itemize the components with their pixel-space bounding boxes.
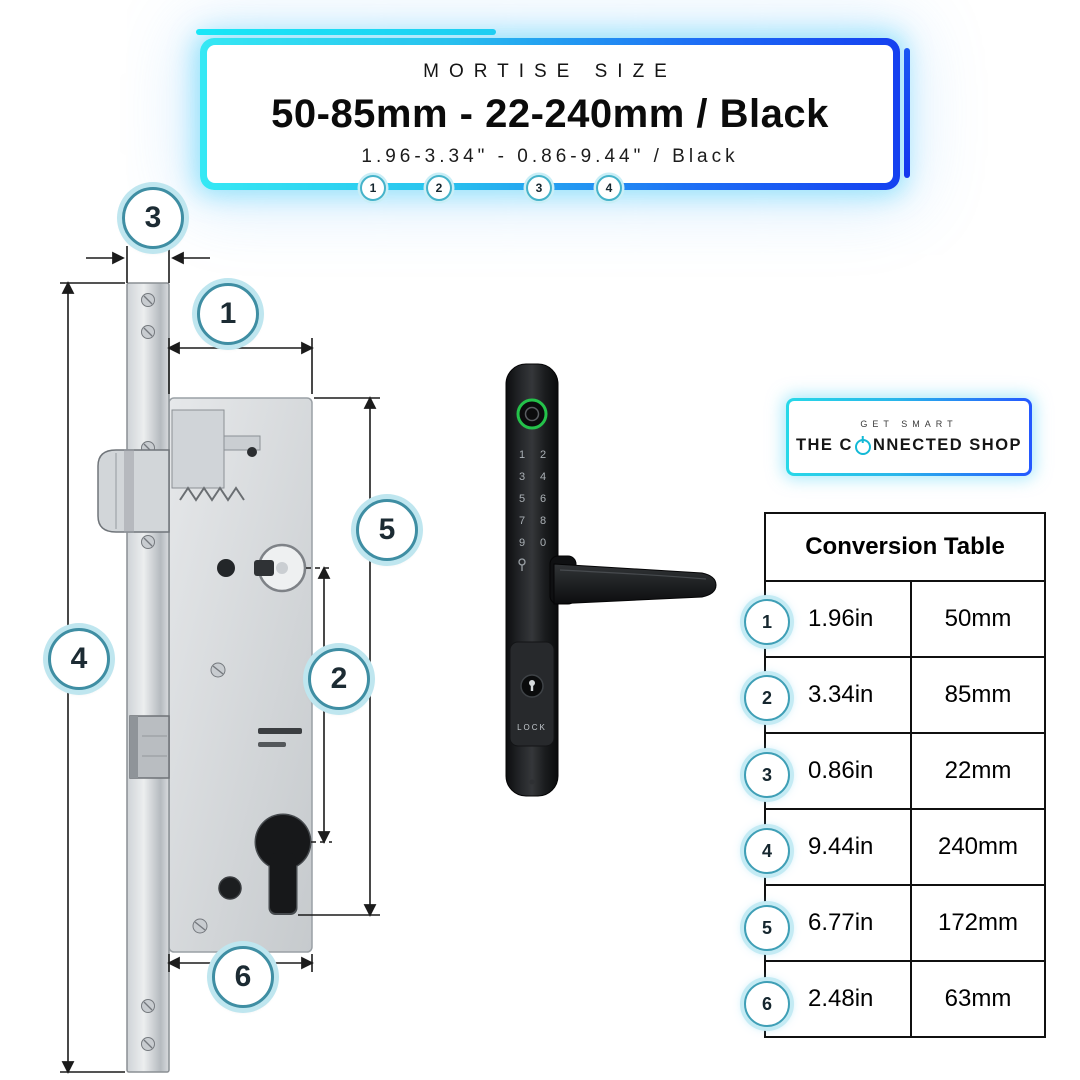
lock-label: LOCK [517,723,547,732]
conversion-table: Conversion Table 1.96in 50mm 3.34in 85mm… [764,512,1046,1038]
keypad-digit: 7 [519,515,525,527]
table-row: 3.34in 85mm [766,658,1044,734]
dimension-callout-5: 5 [356,499,418,561]
body-hole [247,447,257,457]
dimension-line-3-faceplate-width [86,246,210,283]
dimension-callout-1: 1 [197,283,259,345]
cell-mm: 50mm [944,605,1012,632]
header-marker-3: 3 [526,175,552,201]
keypad-digit: 8 [540,515,546,527]
fixing-hole [217,559,235,577]
smart-lock-handle: 1 2 3 4 5 6 7 8 9 0 LOCK [505,363,717,797]
neon-accent-right [904,48,910,178]
keypad: 1 2 3 4 5 6 7 8 9 0 [518,449,546,571]
latch-mechanism [171,409,225,489]
cell-mm: 22mm [944,757,1012,784]
screw-icon [141,293,155,1051]
table-row: 2.48in 63mm [766,962,1044,1036]
cell-inches: 1.96in [766,582,912,656]
fixing-hole [218,876,242,900]
faceplate [126,282,170,1073]
key-icon [518,558,526,571]
latch-bolt [97,449,170,533]
fingerprint-sensor-icon [516,398,548,430]
euro-cylinder-hole [254,813,312,915]
brand-logo-box: GET SMART THE C NNECTED SHOP [786,398,1032,476]
dimension-line-5-body-height [298,396,380,917]
keyhole-panel: LOCK [509,641,555,747]
table-row: 0.86in 22mm [766,734,1044,810]
table-row: 6.77in 172mm [766,886,1044,962]
screw-icon [192,662,226,934]
cell-inches: 3.34in [766,658,912,732]
cell-inches: 6.77in [766,886,912,960]
header-frame: MORTISE SIZE 50-85mm - 22-240mm / Black … [196,29,910,201]
brand-tagline: GET SMART [860,419,958,429]
table-row-badge-4: 4 [744,828,790,874]
brand-logo-panel: GET SMART THE C NNECTED SHOP [789,401,1029,473]
keypad-digit: 5 [519,493,525,505]
power-o-icon [854,438,871,455]
conversion-table-title: Conversion Table [766,514,1044,582]
dimension-callout-2: 2 [308,648,370,710]
keypad-digit: 0 [540,537,546,549]
table-row: 1.96in 50mm [766,582,1044,658]
dimension-callout-3: 3 [122,187,184,249]
neon-accent-top [196,29,496,35]
header-marker-2: 2 [426,175,452,201]
latch-spring [179,486,245,502]
keypad-digit: 9 [519,537,525,549]
keypad-digit: 6 [540,493,546,505]
page-title: 50-85mm - 22-240mm / Black [271,91,829,136]
cell-inches: 9.44in [766,810,912,884]
cell-inches: 0.86in [766,734,912,808]
brand-name-post: NNECTED SHOP [872,436,1023,454]
dimension-line-1-body-width [167,338,314,394]
keypad-digit: 4 [540,471,546,483]
header-panel: MORTISE SIZE 50-85mm - 22-240mm / Black … [207,45,893,183]
dimension-callout-6: 6 [212,946,274,1008]
cell-mm: 63mm [944,985,1012,1012]
deadbolt [129,715,170,779]
brand-name: THE C NNECTED SHOP [796,436,1022,455]
header-marker-4: 4 [596,175,622,201]
table-row-badge-6: 6 [744,981,790,1027]
keypad-digit: 1 [519,449,525,461]
table-row: 9.44in 240mm [766,810,1044,886]
table-row-badge-5: 5 [744,905,790,951]
cell-inches: 2.48in [766,962,912,1036]
brand-name-pre: THE C [795,436,853,454]
cell-mm: 240mm [937,833,1019,860]
cell-mm: 85mm [944,681,1012,708]
header-marker-1: 1 [360,175,386,201]
table-row-badge-1: 1 [744,599,790,645]
lock-body [168,397,313,953]
keypad-digit: 2 [540,449,546,461]
keypad-digit: 3 [519,471,525,483]
header-subtitle: 1.96-3.34" - 0.86-9.44" / Black [361,145,739,167]
bottom-screw-icon [529,779,535,785]
handle-lever [549,555,717,605]
table-row-badge-3: 3 [744,752,790,798]
header-kicker: MORTISE SIZE [423,60,677,82]
cell-mm: 172mm [937,909,1019,936]
table-row-badge-2: 2 [744,675,790,721]
spindle-hub [254,543,307,593]
dimension-callout-4: 4 [48,628,110,690]
